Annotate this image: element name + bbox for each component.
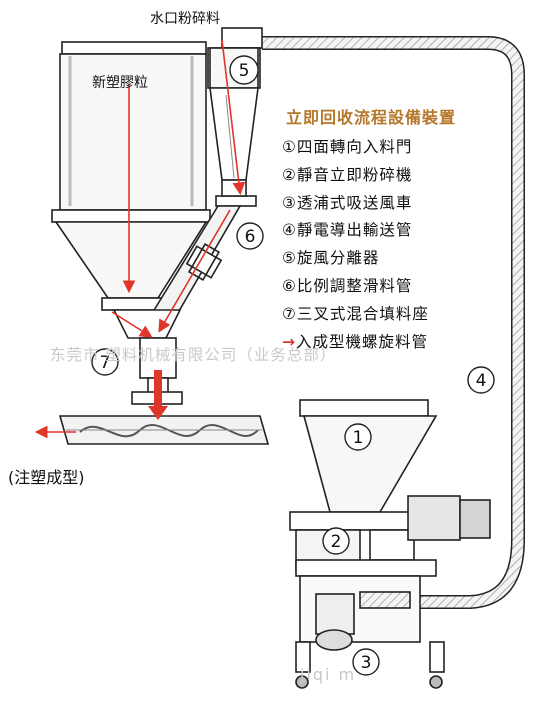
red-arrow-icon: → <box>282 332 296 351</box>
legend-item-1: ①四面轉向入料門 <box>282 138 413 156</box>
callout-1: 1 <box>353 428 364 448</box>
screw-barrel <box>58 415 270 445</box>
callout-7: 7 <box>100 353 111 373</box>
legend-item-5: ⑤旋風分離器 <box>282 249 380 268</box>
watermark: 东莞市 塑料机械有限公司（业务总部） <box>50 346 337 364</box>
legend: 立即回收流程設備裝置 ①四面轉向入料門 ②靜音立即粉碎機 ③透浦式吸送風車 ④靜… <box>282 104 542 356</box>
scrap-label: 水口粉碎料 <box>150 11 220 27</box>
cyclone-separator <box>207 27 263 207</box>
flow-arrows <box>34 39 246 439</box>
callout-2: 2 <box>331 532 342 552</box>
legend-item-feed-label: 入成型機螺旋料管 <box>296 332 429 351</box>
new-pellets-label: 新塑膠粒 <box>92 75 148 91</box>
callout-3: 3 <box>361 653 372 673</box>
injection-label: (注塑成型) <box>8 468 85 487</box>
callout-5: 5 <box>239 61 250 81</box>
legend-item-3: ③透浦式吸送風車 <box>282 193 413 212</box>
legend-item-4: ④靜電導出輸送管 <box>282 221 413 240</box>
callout-4: 4 <box>476 371 487 391</box>
callout-6: 6 <box>245 227 256 247</box>
legend-item-7: ⑦三叉式混合填料座 <box>282 304 429 323</box>
callout-markers <box>91 55 495 676</box>
legend-item-feed: →入成型機螺旋料管 <box>282 329 542 357</box>
legend-item-2: ②靜音立即粉碎機 <box>282 165 413 184</box>
legend-title: 立即回收流程設備裝置 <box>286 108 457 127</box>
legend-item-6: ⑥比例調整滑料管 <box>282 276 413 295</box>
down-arrow <box>148 370 168 420</box>
material-hopper <box>51 41 211 311</box>
watermark-2: jiqi m <box>300 665 357 684</box>
conveying-pipe <box>262 36 525 609</box>
crusher-machine <box>289 399 491 689</box>
